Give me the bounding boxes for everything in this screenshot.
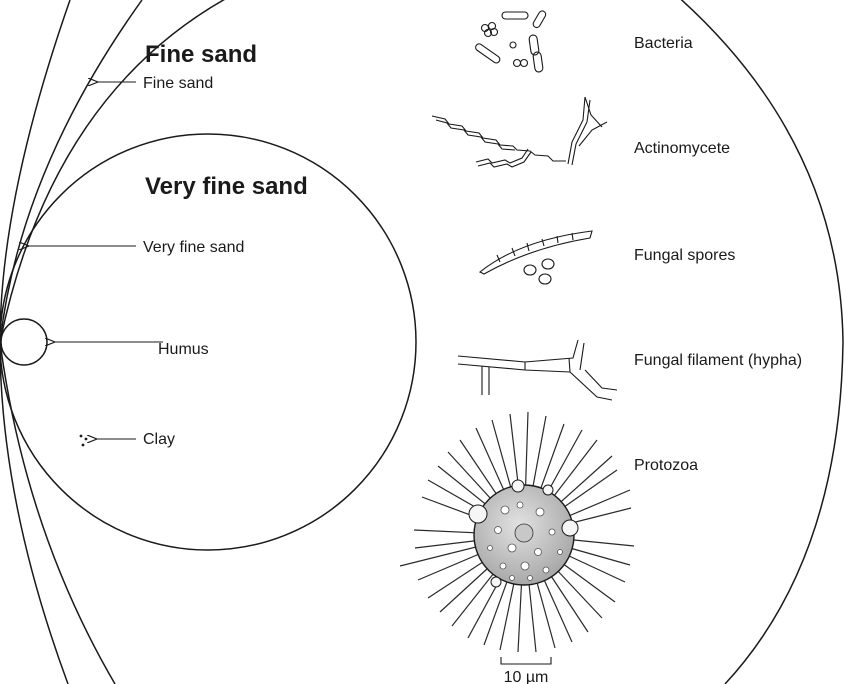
- protozoa-label: Protozoa: [634, 457, 698, 474]
- clay-label: Clay: [143, 431, 175, 448]
- actinomycete-label: Actinomycete: [634, 140, 730, 157]
- scale-bar: 10 µm: [500, 657, 552, 684]
- very-fine-sand-label: Very fine sand: [143, 239, 244, 256]
- very-fine-sand-circle: [0, 133, 417, 551]
- clay-particles: [79, 434, 88, 447]
- fine-sand-label: Fine sand: [143, 75, 213, 92]
- humus-label: Humus: [158, 341, 209, 358]
- actinomycete-drawing: [431, 96, 608, 168]
- fungal-spores-label: Fungal spores: [634, 247, 735, 264]
- fungal-spores-drawing: [478, 230, 593, 285]
- outer-particle-outlines: [0, 0, 143, 684]
- very-fine-sand-heading: Very fine sand: [145, 173, 308, 200]
- protozoa-drawing: [399, 411, 635, 653]
- humus-circle: [0, 318, 48, 366]
- fine-sand-heading: Fine sand: [145, 41, 257, 68]
- fungal-filament-drawing: [457, 339, 618, 401]
- fungal-filament-label: Fungal filament (hypha): [634, 352, 802, 369]
- bacteria-label: Bacteria: [634, 35, 693, 52]
- scale-bar-label: 10 µm: [504, 669, 549, 684]
- bacteria-drawing: [475, 10, 547, 73]
